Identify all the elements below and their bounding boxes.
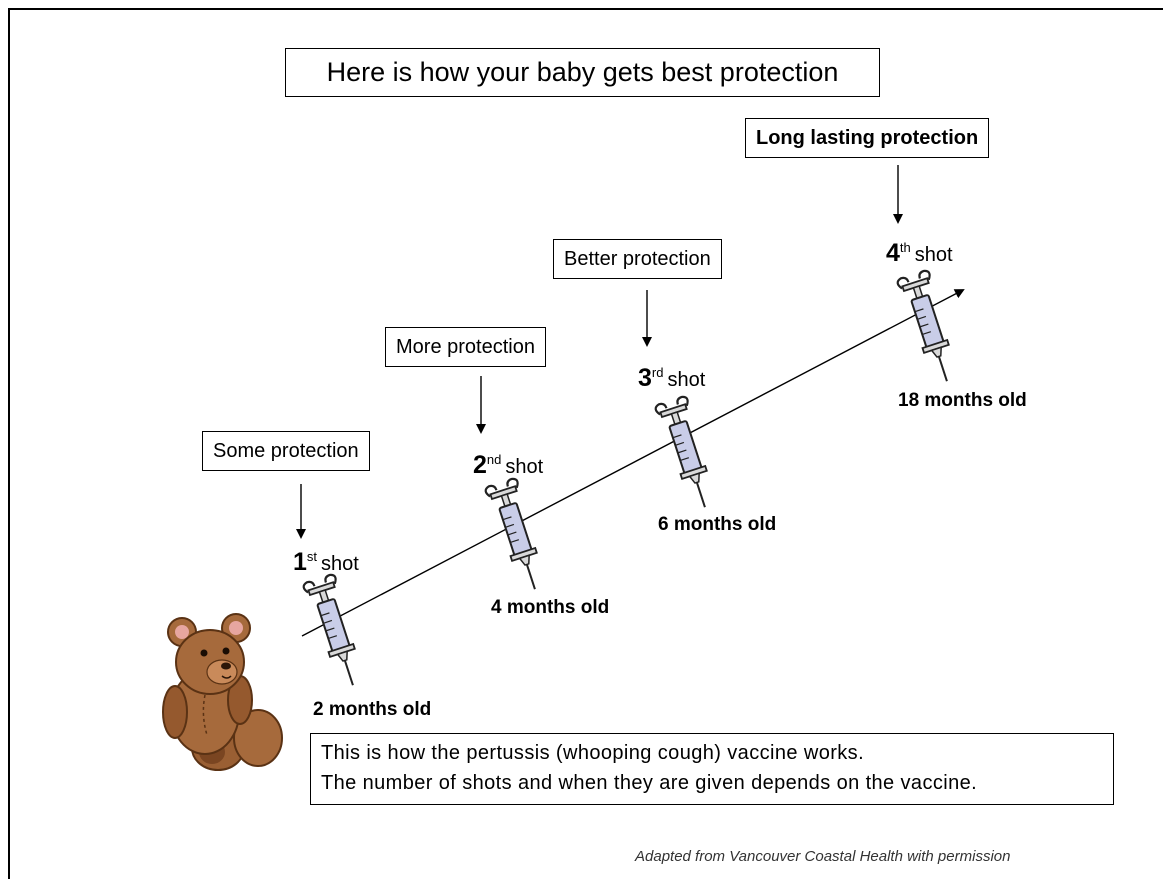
timeline-arrow	[301, 289, 965, 637]
age-label-4: 18 months old	[898, 390, 1027, 411]
syringe-icon	[653, 394, 722, 514]
shot-word: shot	[321, 553, 359, 575]
shot-number: 1	[293, 548, 307, 576]
shot-word: shot	[914, 244, 953, 266]
shot-word: shot	[505, 456, 544, 478]
teddy-bear-icon	[162, 613, 283, 771]
protection-label-3: Better protection	[553, 239, 722, 279]
title-box: Here is how your baby gets best protecti…	[285, 48, 880, 97]
shot-number: 4	[886, 239, 900, 267]
shot-word: shot	[667, 369, 706, 391]
age-label-1: 2 months old	[313, 699, 432, 720]
shot-suffix: rd	[651, 365, 664, 380]
age-label-2: 4 months old	[491, 597, 610, 618]
syringe-icon	[895, 268, 964, 388]
shot-number: 3	[638, 364, 652, 392]
shot-suffix: nd	[486, 452, 502, 467]
source-credit: Adapted from Vancouver Coastal Health wi…	[635, 848, 1011, 865]
explanation-note: This is how the pertussis (whooping coug…	[310, 733, 1114, 805]
note-line-1: This is how the pertussis (whooping coug…	[321, 742, 865, 764]
protection-label-4: Long lasting protection	[745, 118, 990, 158]
syringe-icon	[301, 572, 370, 692]
age-label-3: 6 months old	[658, 514, 777, 535]
note-line-2: The number of shots and when they are gi…	[321, 772, 978, 794]
protection-label-1: Some protection	[202, 431, 370, 471]
protection-label-2: More protection	[385, 327, 546, 367]
page-title: Here is how your baby gets best protecti…	[326, 57, 839, 87]
shot-suffix: th	[899, 240, 911, 255]
shot-number: 2	[473, 451, 487, 479]
shot-suffix: st	[306, 549, 318, 564]
